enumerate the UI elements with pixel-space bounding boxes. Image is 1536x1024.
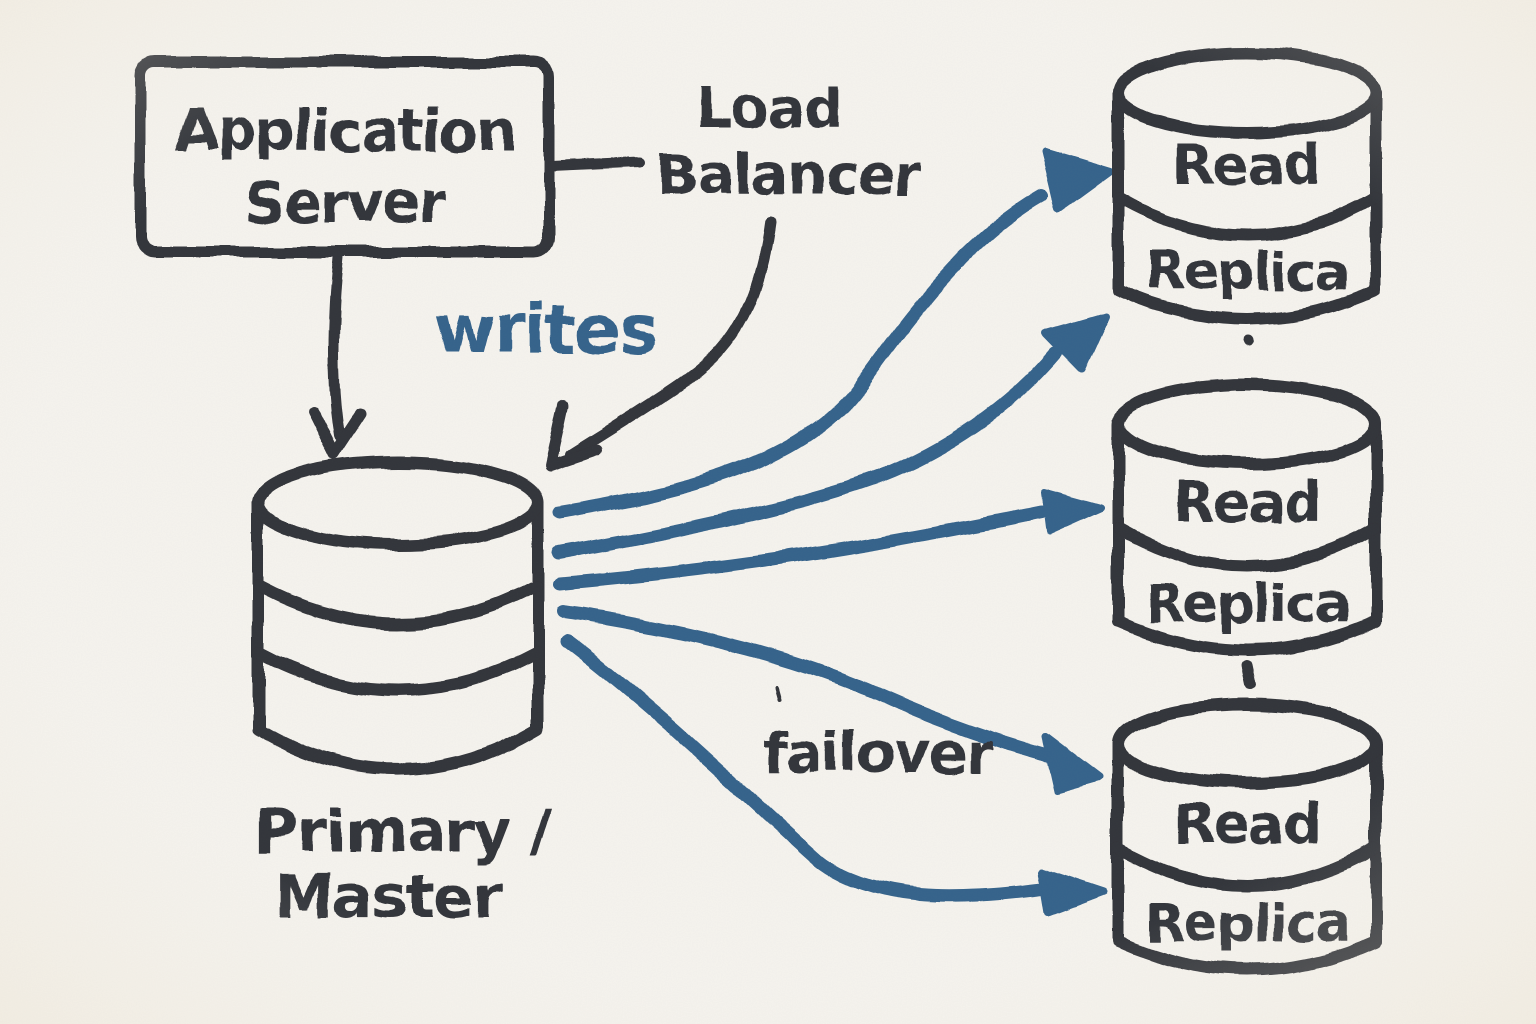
whiteboard-canvas: Application Server Load Balancer writes (0, 0, 1536, 1024)
paper-vignette (0, 0, 1536, 1024)
replication-diagram: Application Server Load Balancer writes (0, 0, 1536, 1024)
